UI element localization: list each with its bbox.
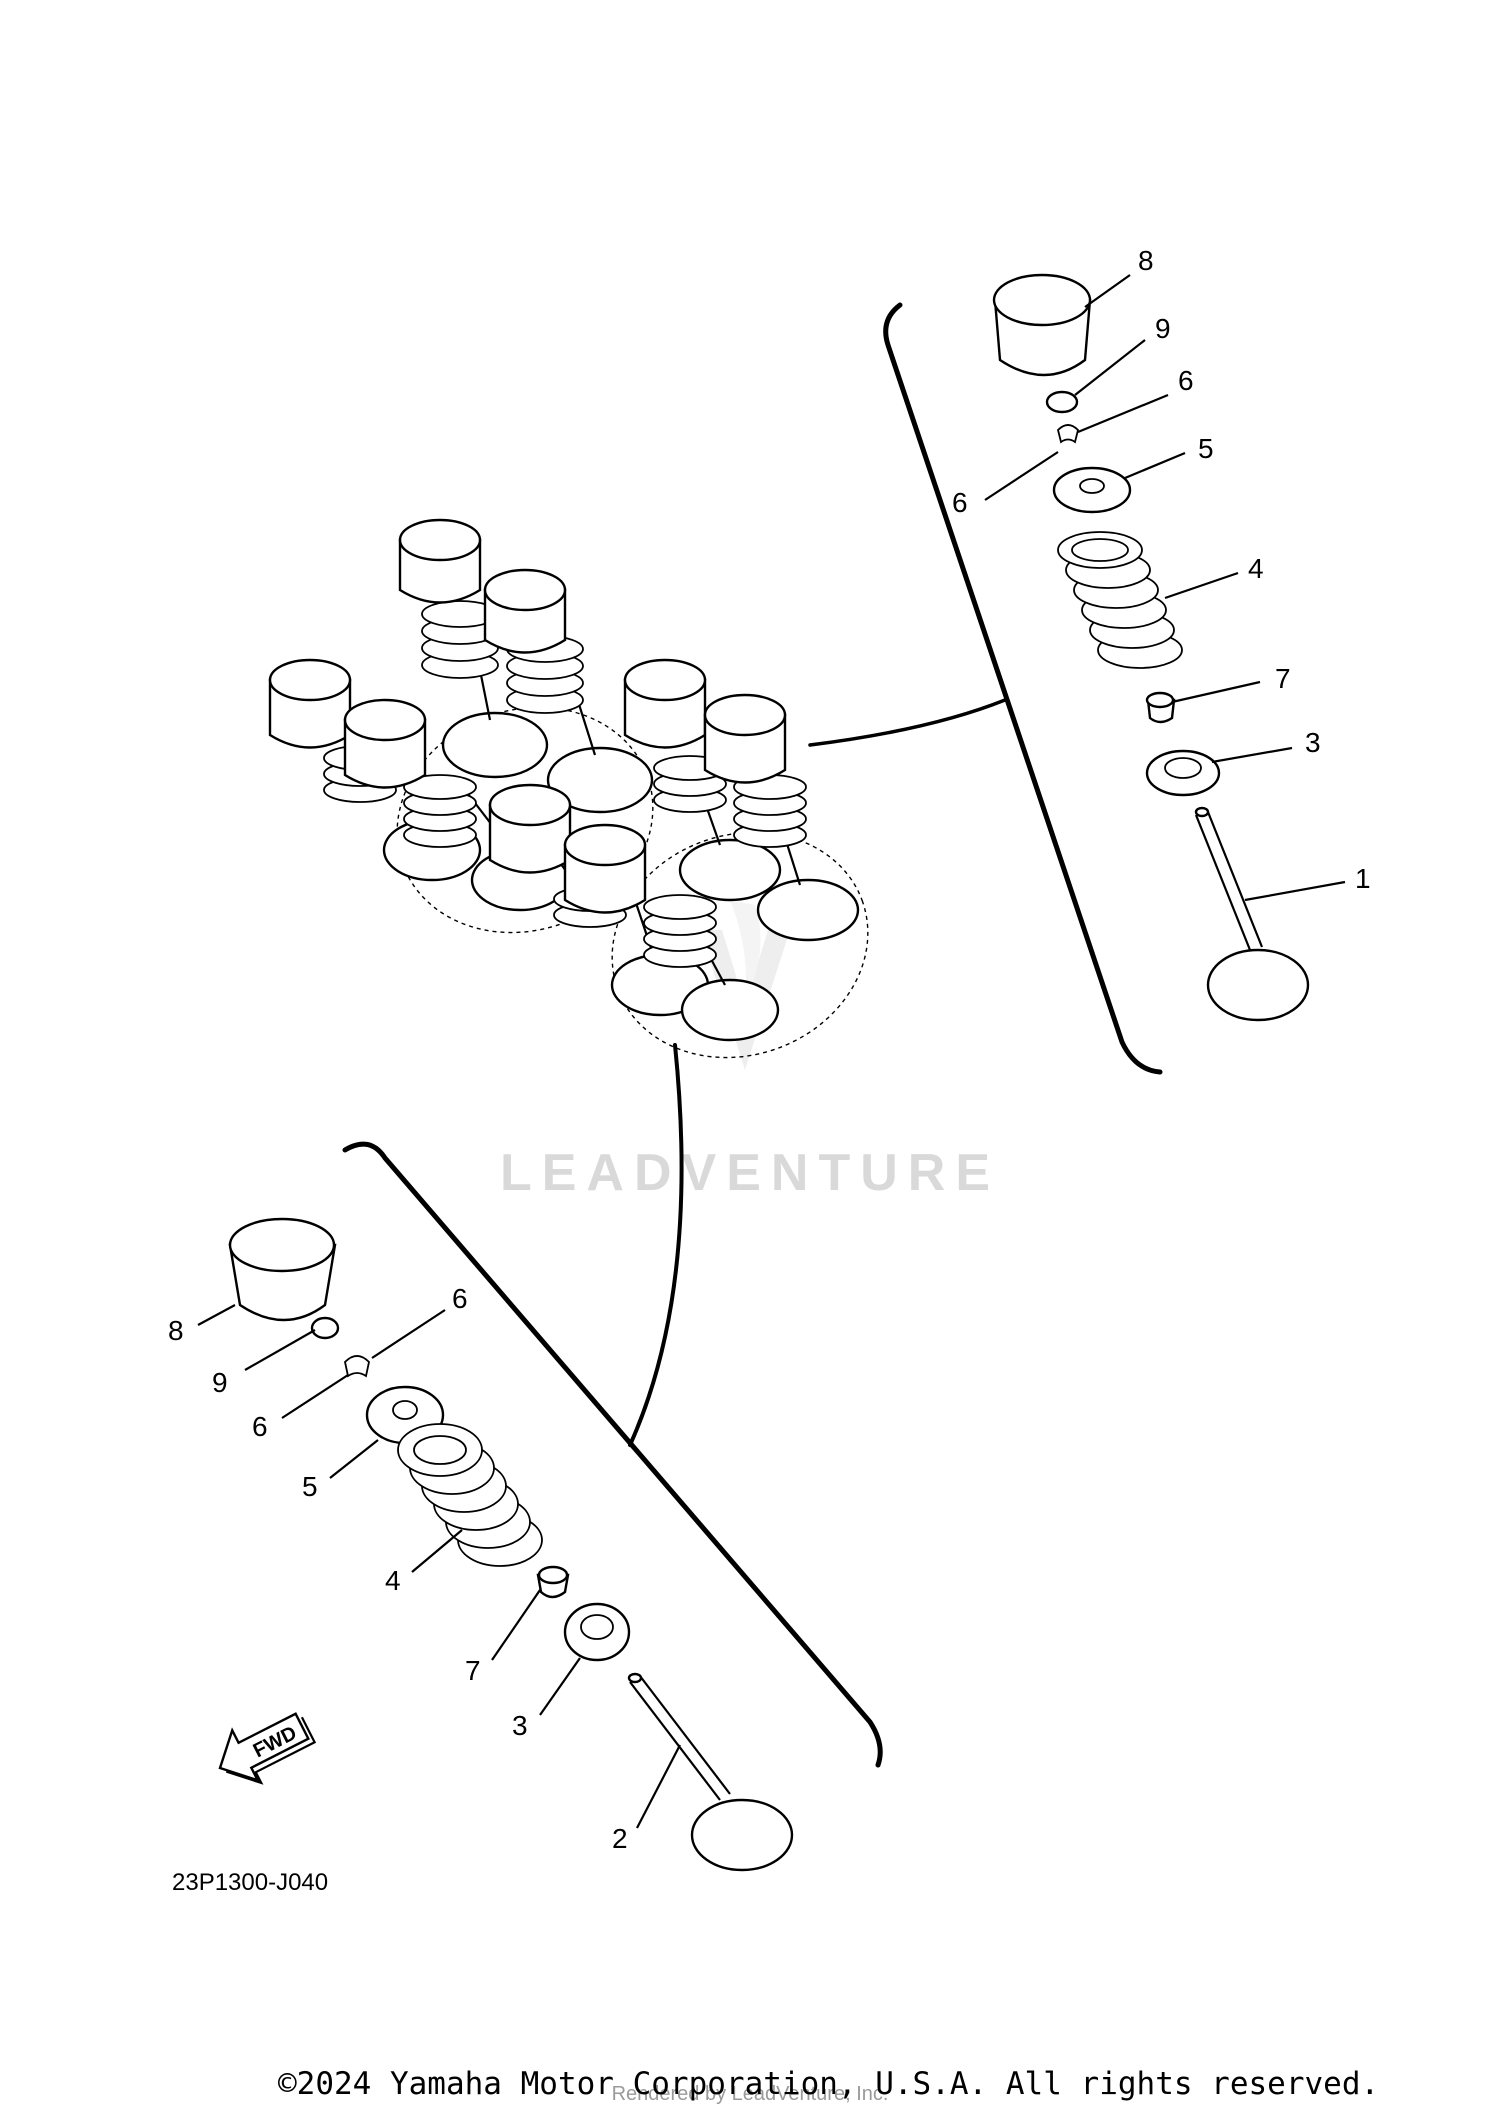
exploded-parts-upper <box>992 273 1310 1022</box>
watermark-text: LEADVENTURE <box>500 1144 1000 1202</box>
callout-labels-lower: 8 9 6 6 5 4 7 3 2 <box>168 1283 628 1854</box>
callout-label: 6 <box>452 1283 468 1314</box>
copyright-notice: ©2024 Yamaha Motor Corporation, U.S.A. A… <box>278 2066 1379 2102</box>
valve-spring-seat <box>1145 749 1221 797</box>
valve-assembly <box>268 658 397 803</box>
part-code: 23P1300-J040 <box>172 1869 328 1896</box>
adjusting-pad <box>1045 390 1079 414</box>
callout-label: 9 <box>212 1367 228 1398</box>
callout-label: 8 <box>1138 245 1154 276</box>
callout-label: 5 <box>302 1471 318 1502</box>
bracket-upper <box>883 302 1163 1075</box>
valve-assembly <box>563 823 717 968</box>
valve-assembly <box>703 693 807 848</box>
valve-assembly <box>398 518 499 679</box>
callout-label: 3 <box>512 1710 528 1741</box>
adjusting-pad <box>310 1316 340 1340</box>
callout-leaders-upper <box>984 274 1346 902</box>
valve-cluster <box>268 518 869 1059</box>
valve-head <box>678 838 782 902</box>
watermark-logo <box>700 900 790 1070</box>
valve-head <box>756 878 860 942</box>
fwd-arrow-icon: FWD <box>218 1712 317 1785</box>
valve-stem-seal <box>536 1565 570 1599</box>
callout-label: 4 <box>385 1565 401 1596</box>
valve-head <box>680 978 780 1042</box>
valve-head <box>546 746 654 814</box>
callout-label: 4 <box>1248 553 1264 584</box>
rendered-by: Rendered by LeadVenture, Inc. <box>612 2083 889 2105</box>
callout-leaders-lower <box>197 1304 681 1829</box>
callout-label: 7 <box>465 1655 481 1686</box>
callout-label: 6 <box>1178 365 1194 396</box>
callout-label: 1 <box>1355 863 1371 894</box>
callout-labels-upper: 8 9 6 6 5 4 7 3 1 <box>952 245 1371 894</box>
valve-spring-seat <box>563 1602 631 1662</box>
callout-label: 2 <box>612 1823 628 1854</box>
valve-stem-seal <box>1145 691 1176 724</box>
callout-label: 8 <box>168 1315 184 1346</box>
intake-valve <box>1194 806 1310 1022</box>
callout-label: 9 <box>1155 313 1171 344</box>
valve-spring <box>1057 531 1183 669</box>
callout-label: 6 <box>952 487 968 518</box>
valve-assembly <box>483 568 584 714</box>
connector-line-upper <box>808 698 1007 747</box>
valve-head <box>441 711 549 779</box>
callout-label: 7 <box>1275 663 1291 694</box>
exploded-parts-lower <box>228 1217 794 1872</box>
valve-assembly <box>623 658 727 813</box>
valve-cotter <box>1057 424 1079 444</box>
callout-label: 5 <box>1198 433 1214 464</box>
valve-cotter <box>344 1355 370 1378</box>
connector-line-lower <box>628 1043 684 1447</box>
callout-label: 6 <box>252 1411 268 1442</box>
valve-spring <box>397 1423 543 1567</box>
callout-label: 3 <box>1305 727 1321 758</box>
bracket-lower <box>342 1141 883 1768</box>
exhaust-valve <box>627 1672 794 1872</box>
valve-assembly <box>343 698 477 848</box>
